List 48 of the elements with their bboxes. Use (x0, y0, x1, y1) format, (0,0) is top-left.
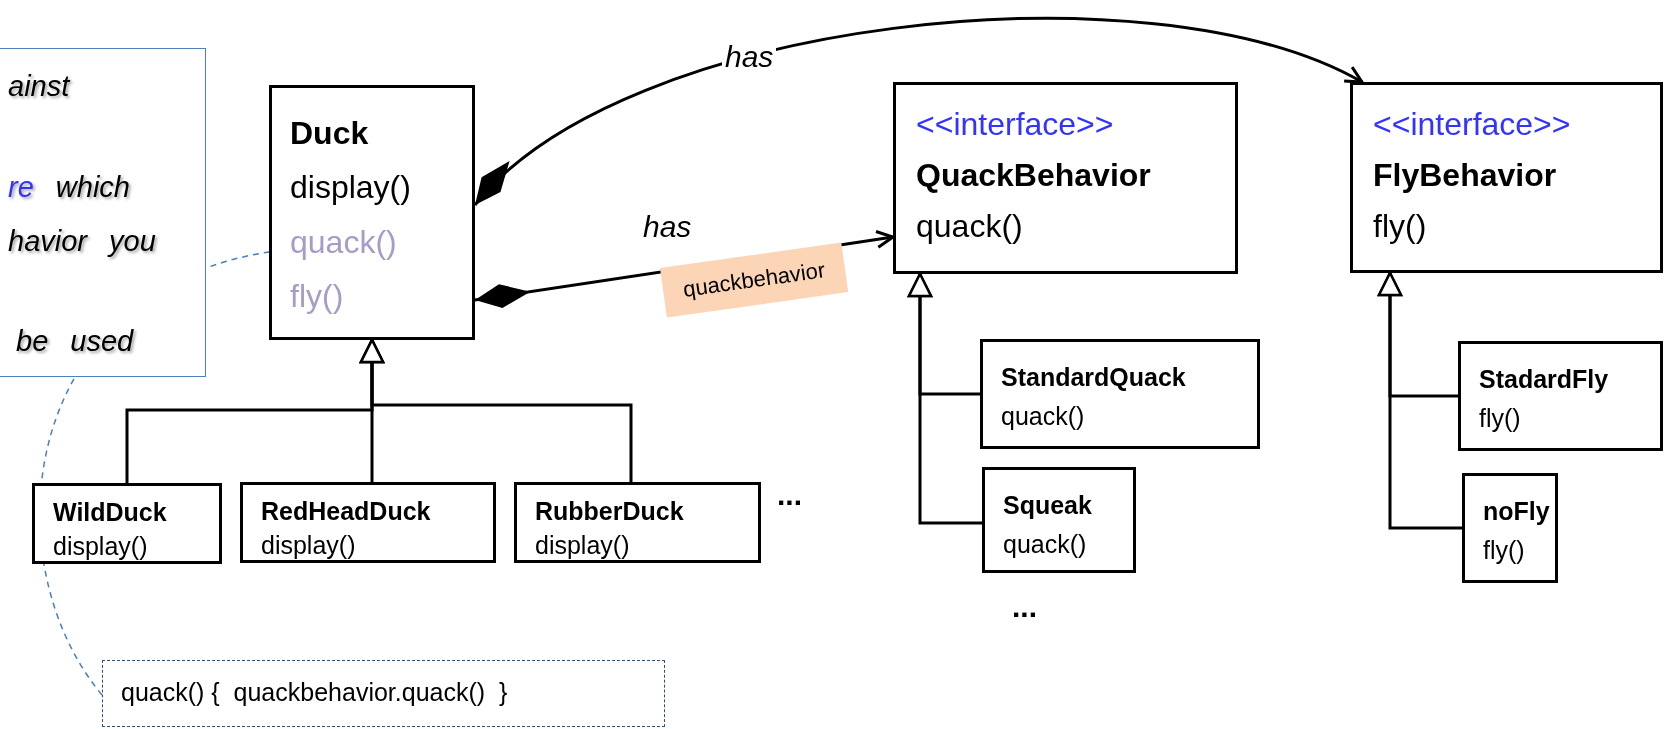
class-name: noFly (1483, 496, 1551, 527)
class-name: FlyBehavior (1373, 156, 1558, 196)
note-text: ainst (7, 69, 70, 104)
class-box (1462, 473, 1558, 583)
class-name: Squeak (1003, 490, 1093, 521)
class-box (982, 467, 1136, 573)
method-name: display() (261, 529, 357, 561)
class-box (1458, 341, 1663, 451)
method-name: display() (290, 168, 412, 208)
ellipsis: ... (1012, 590, 1037, 624)
class-box (269, 85, 475, 340)
class-name: WildDuck (53, 497, 168, 528)
inheritance-arrow (359, 338, 633, 482)
method-name: quack() (916, 207, 1024, 247)
method-name: fly() (1373, 207, 1428, 247)
class-name: QuackBehavior (916, 156, 1152, 196)
method-name: fly() (1479, 402, 1522, 434)
class-box (32, 483, 222, 564)
note-box (0, 48, 206, 377)
method-name: display() (53, 530, 149, 562)
note-text: be used (15, 324, 134, 359)
role-label: quackbehavior (660, 242, 849, 318)
method-name: quack() (1001, 400, 1086, 432)
code-note (102, 660, 665, 727)
class-name: StandardQuack (1001, 362, 1187, 393)
class-name: StadardFly (1479, 364, 1610, 395)
association-arrow (473, 17, 1364, 207)
note-text: havior you (7, 224, 156, 259)
inheritance-arrow (907, 272, 982, 525)
note-text: re which (7, 170, 130, 205)
stereotype-text: <<interface>> (1373, 105, 1572, 144)
interface-box (1350, 82, 1663, 273)
class-name: RubberDuck (535, 496, 685, 527)
method-name: fly() (1483, 534, 1526, 566)
stereotype-text: <<interface>> (916, 105, 1115, 144)
code-text: quack() { quackbehavior.quack() } (121, 677, 509, 707)
class-box (980, 339, 1260, 449)
interface-box (893, 82, 1238, 274)
class-name: RedHeadDuck (261, 496, 432, 527)
class-box (240, 482, 496, 563)
ellipsis: ... (777, 478, 802, 512)
class-name: Duck (290, 114, 370, 153)
method-name: display() (535, 529, 631, 561)
method-name: quack() (290, 222, 398, 262)
inheritance-arrow (1377, 271, 1462, 530)
method-name: quack() (1003, 528, 1088, 560)
method-name: fly() (290, 277, 345, 317)
class-box (514, 482, 761, 563)
